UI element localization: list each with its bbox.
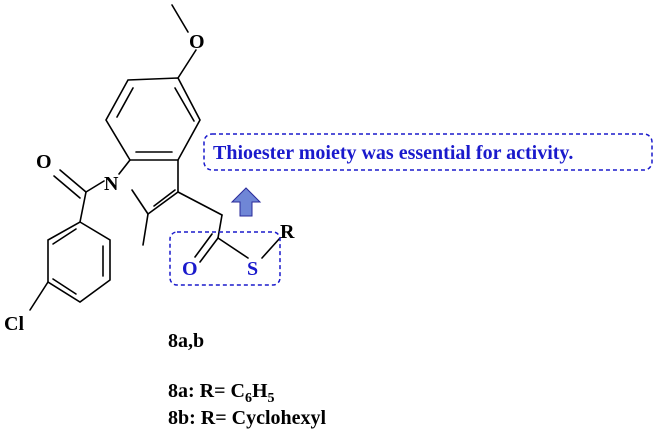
s-r-bond: [261, 237, 281, 259]
variant-8a: 8a: R= C6H5: [168, 380, 275, 406]
thioester-highlight-box: [169, 231, 281, 286]
variant-8b: 8b: R= Cyclohexyl: [168, 407, 327, 429]
atom-nitrogen: N: [104, 173, 119, 195]
acyl-co-bond: [59, 169, 87, 193]
atom-sulfur: S: [247, 258, 258, 280]
benzo-double-1: [116, 87, 134, 118]
atom-oxygen-methoxy: O: [189, 31, 205, 53]
methyl-bond: [171, 4, 189, 33]
up-arrow-icon: [230, 187, 262, 217]
benzo-ring: [105, 77, 201, 161]
thioester-co-double: [194, 233, 213, 258]
c2-c3-double: [153, 189, 176, 207]
c2-c3-bond: [147, 191, 179, 215]
bond-lines: [29, 4, 281, 311]
compound-label: 8a,b: [168, 330, 204, 352]
thioester-co-bond: [199, 237, 219, 263]
c7a-n-bond: [118, 159, 131, 175]
methyl-2-bond: [142, 213, 149, 246]
annotation-box: [203, 133, 653, 171]
acyl-aryl-bond: [79, 191, 87, 223]
annotation-text: Thioester moiety was essential for activ…: [213, 142, 573, 164]
atom-r-group: R: [280, 221, 295, 243]
chlorophenyl-ring: [47, 221, 111, 303]
acyl-co-double: [53, 175, 81, 199]
atom-oxygen-thioester: O: [182, 258, 198, 280]
c3-ch2-bond: [177, 191, 223, 216]
n-c2-bond: [131, 189, 149, 215]
c-cl-bond: [29, 281, 49, 311]
n-acyl-bond: [85, 180, 105, 193]
benzo-double-3: [174, 87, 195, 122]
ch2-carbonyl-bond: [217, 214, 223, 239]
c-s-bond: [217, 237, 249, 259]
o-aryl-bond: [177, 49, 197, 79]
atom-chlorine: Cl: [4, 313, 24, 335]
aryl-double-3: [52, 228, 77, 245]
aryl-double-2: [52, 278, 77, 295]
atom-oxygen-carbonyl: O: [36, 151, 52, 173]
